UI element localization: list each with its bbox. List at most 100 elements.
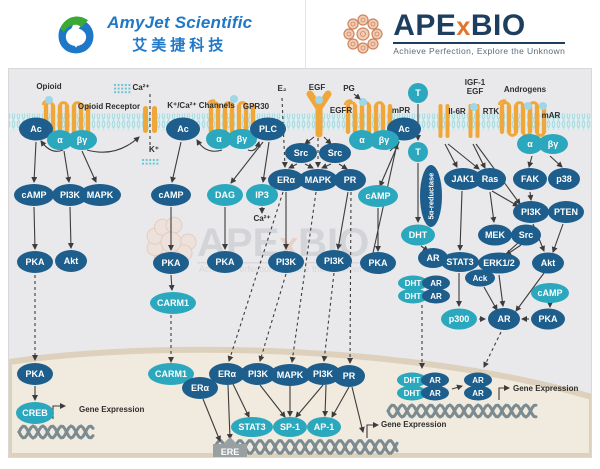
opioid-receptor-loop-top [58,101,69,106]
node-src-shape [511,224,541,246]
label-egfr: EGFR [330,106,352,115]
node-pr-shape [333,365,365,387]
node-src: Src [511,224,541,246]
label-opioid-receptor: Opioid Receptor [78,102,140,111]
signal-arrow [226,384,233,440]
gpr30-receptor-loop-top [223,101,234,106]
node-pi3k-label: PI3K [276,257,297,267]
node-ack: Ack [465,269,495,287]
rtk-receptor-chain [475,104,480,138]
label-egf: EGF [467,87,484,96]
node-pr-label: PR [343,371,356,381]
label-mar: mAR [542,111,561,120]
node-pka: PKA [17,363,53,385]
mar-receptor-helix [506,104,512,134]
node-p38-label: p38 [556,174,572,184]
label-e: E₂ [278,84,287,93]
node-carm1-label: CARM1 [157,298,189,308]
node-t: T [408,142,428,162]
apexbio-tagline: Achieve Perfection, Explore the Unknown [393,42,566,56]
node-ar: AR [421,372,449,388]
node-pi3k: PI3K [513,201,549,223]
ion-dot [156,162,159,165]
node-ap-1-shape [307,417,341,437]
node-ar-label: AR [472,376,484,385]
node-ar-label: AR [430,292,442,301]
node-pka-label: PKA [25,257,45,267]
signal-arrow [489,191,497,223]
node-: βγ [227,129,257,149]
node-src-label: Src [519,230,534,240]
label-opioid: Opioid [36,82,61,91]
mar-receptor-helix [534,104,540,134]
node-src-shape [319,143,351,163]
ligand-dot [539,102,547,110]
node-ar: AR [418,248,448,268]
ion-dot [121,91,124,94]
node-pka-shape [153,252,189,274]
node-pi3k: PI3K [240,363,276,385]
node-mapk-label: MAPK [305,175,332,185]
apexbio-logo: APExBIO Achieve Perfection, Explore the … [305,0,600,68]
node-mapk-label: MAPK [277,370,304,380]
gene-expression-label: Gene Expression [79,405,144,414]
node-ar: AR [422,288,450,304]
node--shape [517,134,543,154]
node-: α [47,130,73,150]
node-akt-label: Akt [64,256,79,266]
apexbio-flower-icon [343,14,383,54]
gene-expression-arrow [498,385,510,400]
node-dht: DHT [397,372,427,388]
label-k-ca-channels: K⁺/Ca²⁺ Channels [167,101,235,110]
node-ac-shape [166,117,200,141]
node--shape [47,130,73,150]
opioid-receptor-loop-top [72,101,83,106]
node-pi3k-shape [240,363,276,385]
label-ca: Ca²⁺ [253,214,270,223]
ion-dot [117,84,120,86]
node-fak-label: FAK [521,174,540,184]
node-camp: cAMP [531,283,569,303]
node--label: βγ [77,135,88,145]
ligand-dot [45,96,53,104]
ion-dot [149,159,152,161]
gpr30-receptor-helix [229,104,235,134]
node--label: α [359,135,365,145]
node-mapk-label: MAPK [87,190,114,200]
ion-dot [145,159,148,161]
signal-arrow [40,140,64,152]
node-er: ERα [209,363,245,385]
node-pi3k-shape [52,184,88,206]
node-ar: AR [421,385,449,401]
egfr-receptor-body [306,90,332,138]
mpr-receptor-helix [366,104,372,134]
mar-receptor-loop-top [514,101,525,106]
ion-dots [114,84,131,94]
node-mek-shape [478,224,512,246]
ion-dot [114,91,116,94]
node-ar-shape [421,385,449,401]
node-ip3-shape [246,184,278,206]
signal-arrow [331,386,350,418]
node-pr: PR [333,365,365,387]
dna-strand [17,424,95,440]
node-carm1-label: CARM1 [155,369,187,379]
ion-dot [142,162,144,165]
node-dht-shape [397,372,427,388]
node-ap-1: AP-1 [307,417,341,437]
opioid-receptor-helix [64,104,70,134]
signal-arrow [447,143,480,170]
signal-arrow [230,141,264,184]
il6r-receptor-chain [438,104,443,138]
signal-arrow [321,163,332,169]
node-pka-shape [531,308,565,330]
node-dht-shape [397,385,427,401]
node-mapk-shape [269,364,311,386]
node-: α [206,129,232,149]
node-plc: PLC [250,117,286,141]
node-5-reductase: 5α-reductase [420,165,442,227]
node-er: ERα [182,377,218,399]
node-: βγ [67,130,97,150]
signal-arrow [549,155,563,168]
node-ar-label: AR [498,314,511,324]
